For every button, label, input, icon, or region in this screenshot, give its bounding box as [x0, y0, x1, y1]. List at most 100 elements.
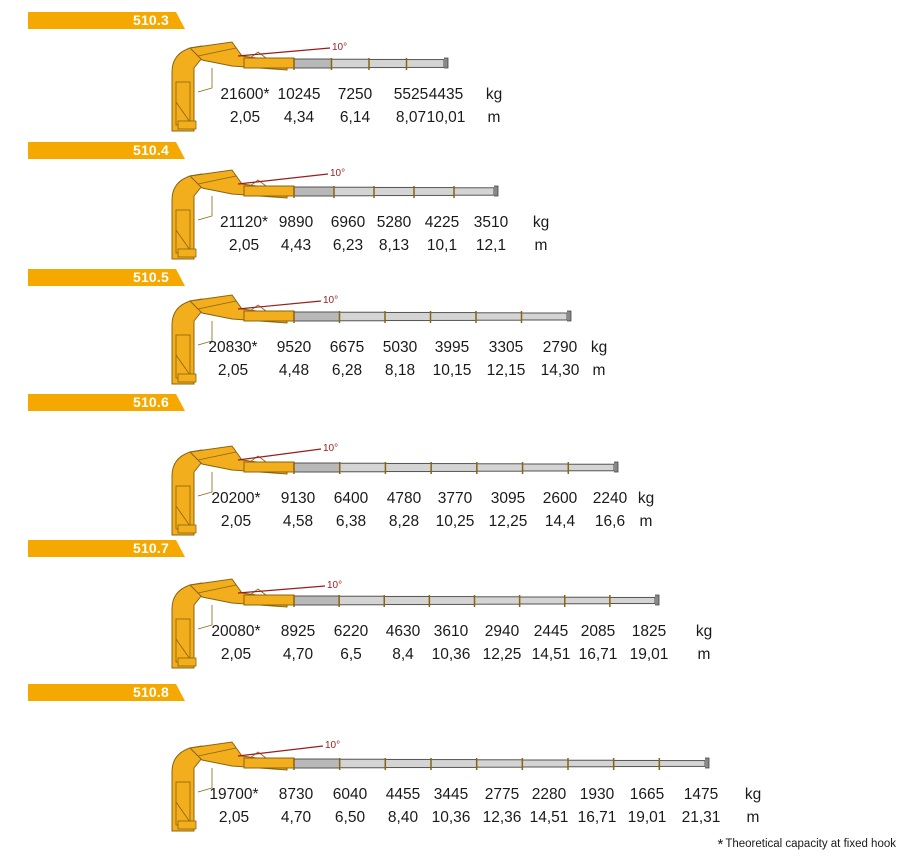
- capacity-value: 5030: [382, 339, 418, 356]
- reach-value: 6,28: [331, 362, 363, 379]
- capacity-value: 2445: [533, 623, 569, 640]
- capacity-value: 4780: [386, 490, 422, 507]
- m-unit: m: [534, 237, 548, 254]
- model-name: 510.5: [132, 269, 169, 285]
- reach-value: 12,1: [475, 237, 507, 254]
- angle-line: [237, 745, 324, 757]
- reach-value: 16,71: [577, 809, 617, 826]
- model-tag: 510.4: [28, 142, 185, 159]
- m-unit: m: [746, 809, 760, 826]
- reach-value: 8,13: [378, 237, 410, 254]
- capacity-value: 2600: [542, 490, 578, 507]
- reach-value: 2,05: [220, 513, 252, 530]
- angle-label: 10°: [323, 295, 338, 306]
- reach-value: 2,05: [228, 237, 260, 254]
- boom-section: [521, 759, 569, 768]
- capacity-value: 6960: [330, 214, 366, 231]
- reach-value: 6,50: [334, 809, 366, 826]
- angle-line: [237, 448, 322, 461]
- capacity-value: 19700*: [209, 786, 259, 803]
- angle-label: 10°: [330, 168, 345, 179]
- capacity-value: 2240: [592, 490, 628, 507]
- reach-value: 2,05: [220, 646, 252, 663]
- capacity-value: 3305: [488, 339, 524, 356]
- reach-value: 2,05: [229, 109, 261, 126]
- kg-unit: kg: [532, 214, 550, 231]
- boom-section: [476, 759, 523, 768]
- capacity-value: 1930: [579, 786, 615, 803]
- reach-value: 4,70: [280, 809, 312, 826]
- capacity-value: 6220: [333, 623, 369, 640]
- model-tag: 510.7: [28, 540, 185, 557]
- reach-value: 14,51: [529, 809, 569, 826]
- kg-unit: kg: [744, 786, 762, 803]
- angle-line: [237, 585, 326, 594]
- reach-value: 4,48: [278, 362, 310, 379]
- capacity-value: 7250: [337, 86, 373, 103]
- capacity-value: 9130: [280, 490, 316, 507]
- crane-column: [171, 745, 203, 832]
- capacity-value: 3995: [434, 339, 470, 356]
- capacity-value: 3445: [433, 786, 469, 803]
- capacity-value: 2085: [580, 623, 616, 640]
- footnote-text: Theoretical capacity at fixed hook: [725, 838, 896, 850]
- capacity-value: 8730: [278, 786, 314, 803]
- reach-value: 8,07: [395, 109, 427, 126]
- crane-column: [171, 449, 203, 536]
- reach-value: 10,36: [431, 809, 471, 826]
- kg-unit: kg: [485, 86, 503, 103]
- capacity-value: 2775: [484, 786, 520, 803]
- capacity-value: 21120*: [220, 214, 268, 231]
- reach-value: 14,30: [540, 362, 580, 379]
- capacity-value: 20830*: [208, 339, 258, 356]
- m-unit: m: [697, 646, 711, 663]
- reach-value: 10,1: [426, 237, 458, 254]
- angle-line: [237, 300, 322, 310]
- capacity-value: 6675: [329, 339, 365, 356]
- reach-value: 19,01: [627, 809, 667, 826]
- capacity-value: 3095: [490, 490, 526, 507]
- capacity-value: 4630: [385, 623, 421, 640]
- reach-value: 16,6: [594, 513, 626, 530]
- boom-section: [430, 759, 478, 768]
- reach-value: 10,36: [431, 646, 471, 663]
- boom-section: [567, 759, 615, 768]
- reach-value: 2,05: [217, 362, 249, 379]
- reach-value: 8,28: [388, 513, 420, 530]
- angle-line: [237, 173, 329, 185]
- model-tag: 510.5: [28, 269, 185, 286]
- reach-value: 6,23: [332, 237, 364, 254]
- m-unit: m: [487, 109, 501, 126]
- reach-value: 21,31: [681, 809, 721, 826]
- capacity-value: 6040: [332, 786, 368, 803]
- angle-line: [237, 47, 331, 57]
- capacity-value: 20080*: [211, 623, 261, 640]
- angle-label: 10°: [327, 580, 342, 591]
- reach-value: 12,25: [482, 646, 522, 663]
- capacity-value: 4225: [424, 214, 460, 231]
- reach-value: 10,25: [435, 513, 475, 530]
- capacity-value: 9890: [278, 214, 314, 231]
- reach-value: 10,01: [426, 109, 466, 126]
- capacity-value: 3770: [437, 490, 473, 507]
- capacity-value: 5280: [376, 214, 412, 231]
- reach-value: 4,70: [282, 646, 314, 663]
- reach-value: 12,15: [486, 362, 526, 379]
- capacity-value: 1665: [629, 786, 665, 803]
- m-unit: m: [639, 513, 653, 530]
- capacity-value: 10245: [277, 86, 321, 103]
- reach-value: 6,5: [340, 646, 362, 663]
- footnote-star: *: [717, 836, 724, 853]
- model-tag: 510.8: [28, 684, 185, 701]
- crane-column: [171, 582, 203, 669]
- crane-column: [171, 298, 203, 385]
- capacity-value: 9520: [276, 339, 312, 356]
- boom-section: [613, 759, 660, 768]
- reach-value: 4,34: [283, 109, 315, 126]
- model-tag: 510.3: [28, 12, 185, 29]
- model-name: 510.8: [132, 684, 169, 700]
